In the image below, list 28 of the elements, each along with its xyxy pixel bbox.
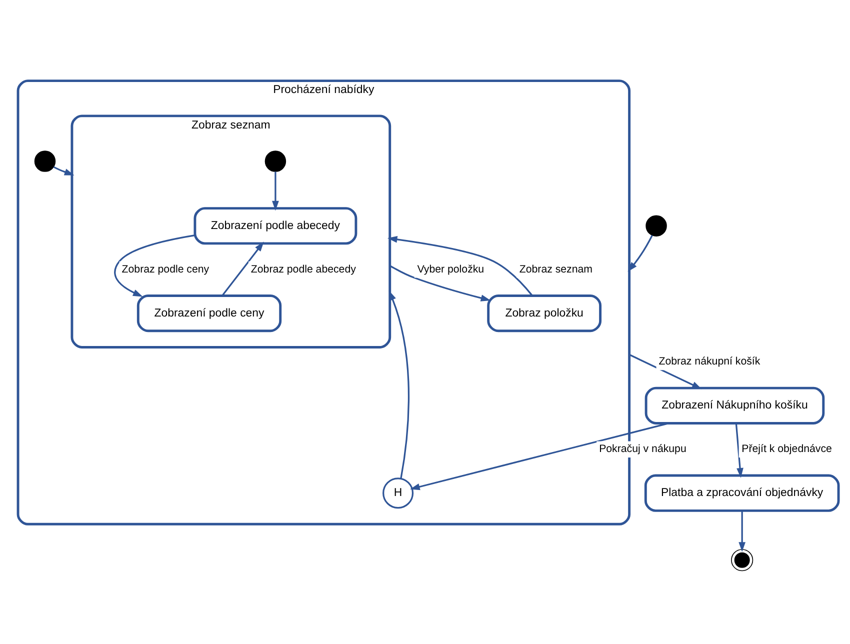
node-box: Zobrazení podle abecedy: [194, 206, 358, 244]
node-box: Zobraz položku: [487, 294, 602, 332]
node-circle: [646, 214, 667, 236]
node-box: Zobrazení Nákupního košíku: [644, 386, 825, 424]
arrow: [389, 264, 491, 301]
arrow: [388, 290, 410, 478]
edge-label: Zobraz nákupní košík: [658, 355, 760, 368]
arrow: [410, 422, 669, 490]
arrow: [222, 241, 264, 296]
arrow: [387, 235, 533, 296]
arrow: [628, 234, 653, 272]
edge-label: Přejít k objednávce: [742, 442, 832, 455]
node-box: Zobrazení podle ceny: [136, 294, 282, 332]
arrow: [114, 234, 195, 296]
arrow: [272, 171, 279, 210]
node-circle: H: [382, 477, 414, 508]
edge-label: Zobraz seznam: [519, 262, 593, 275]
edge-label: Zobraz podle ceny: [122, 262, 210, 275]
edge-label: Zobraz podle abecedy: [250, 262, 356, 275]
arrow: [628, 353, 702, 389]
arrow: [53, 166, 74, 175]
node-bullseye: [731, 548, 754, 571]
node-circle: [34, 150, 56, 172]
arrow: [735, 422, 744, 478]
node-box: Platba a zpracování objednávky: [644, 474, 840, 512]
arrow: [738, 510, 746, 552]
node-circle: [264, 150, 286, 172]
edge-label: Vyber položku: [417, 262, 484, 275]
